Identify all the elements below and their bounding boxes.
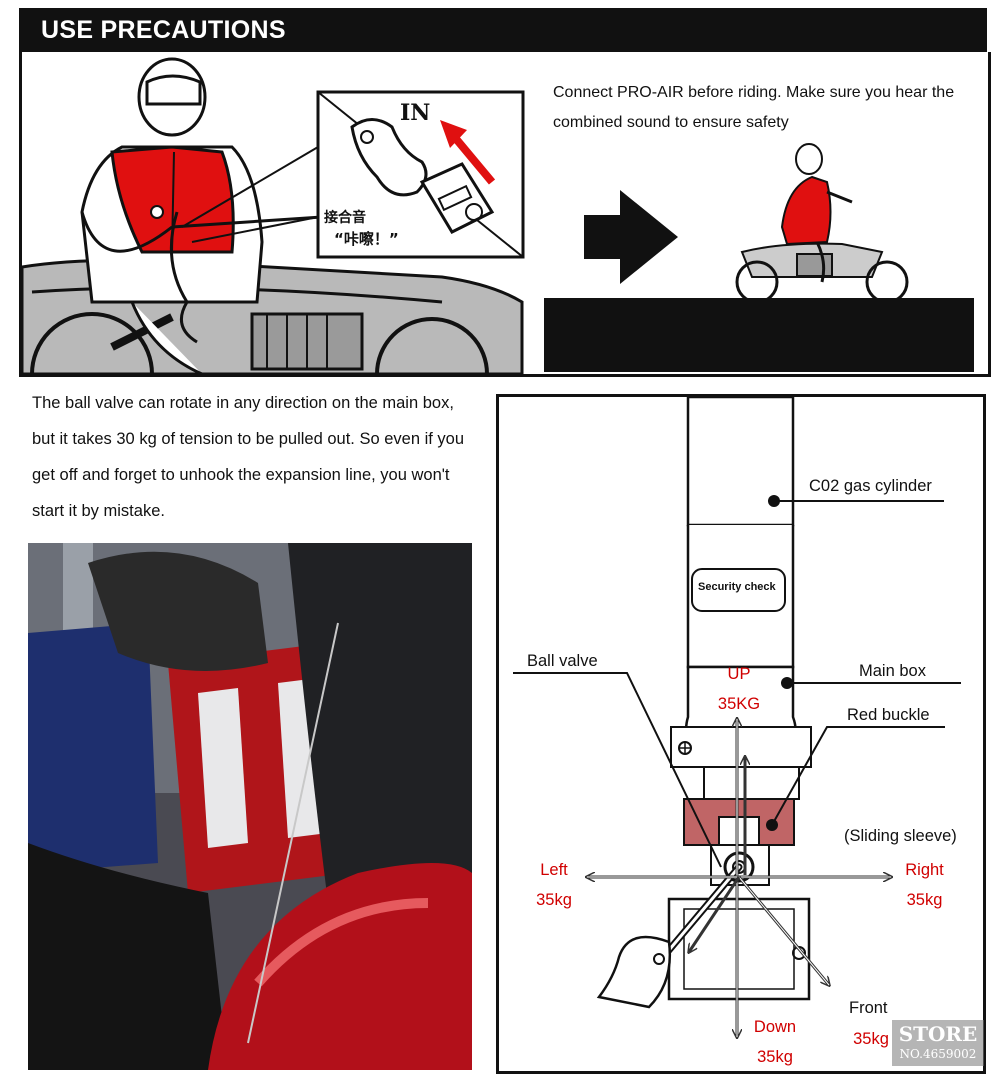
pull-handle <box>596 935 671 1009</box>
rider-figure <box>80 57 323 376</box>
front-label: Front <box>849 999 888 1017</box>
watermark-line2: NO.4659002 <box>899 1047 977 1061</box>
front-force: 35kg <box>853 1030 889 1048</box>
vest-photo <box>28 543 472 1070</box>
click-sound-label: 接合音 <box>324 209 366 226</box>
up-label: UP <box>727 665 751 683</box>
usage-illustration-panel: IN 接合音 “咔嚓！” <box>19 52 991 436</box>
down-force: 35kg <box>757 1048 793 1066</box>
watermark-line1: STORE <box>898 1022 978 1046</box>
red-buckle-label: Red buckle <box>847 706 930 724</box>
rider-illustration: IN 接合音 “咔嚓！” <box>20 57 909 436</box>
up-force: 35KG <box>717 695 761 713</box>
co2-cylinder-label: C02 gas cylinder <box>809 477 932 495</box>
down-label: Down <box>753 1018 797 1036</box>
left-force: 35kg <box>536 891 572 909</box>
right-label: Right <box>905 861 944 879</box>
ball-valve-label: Ball valve <box>527 652 598 670</box>
ball-valve-description: The ball valve can rotate in any directi… <box>32 394 465 520</box>
right-force: 35kg <box>906 891 943 909</box>
security-check-tag <box>691 568 786 612</box>
security-check-label: Security check <box>698 581 776 593</box>
connector-zoom-box: IN <box>316 90 525 259</box>
left-label: Left <box>540 861 568 879</box>
section-header: USE PRECAUTIONS <box>19 8 987 52</box>
small-rider-illustration <box>735 143 909 304</box>
arrow-right-icon <box>584 190 678 284</box>
section-title: USE PRECAUTIONS <box>41 16 286 44</box>
insert-arrow-icon <box>440 120 467 148</box>
store-watermark: STORE NO.4659002 <box>892 1020 984 1066</box>
sliding-sleeve-label: (Sliding sleeve) <box>844 827 957 845</box>
ball-valve-diagram: C02 gas cylinder Security check Ball val… <box>496 394 986 1074</box>
in-label: IN <box>400 100 430 126</box>
main-box-label: Main box <box>859 662 926 680</box>
force-arrows <box>587 719 891 1037</box>
blank-bar <box>544 298 974 372</box>
red-buckle <box>683 798 795 846</box>
click-sound-text: “咔嚓！” <box>334 230 399 248</box>
riding-instruction-text: Connect PRO-AIR before riding. Make sure… <box>553 84 955 131</box>
